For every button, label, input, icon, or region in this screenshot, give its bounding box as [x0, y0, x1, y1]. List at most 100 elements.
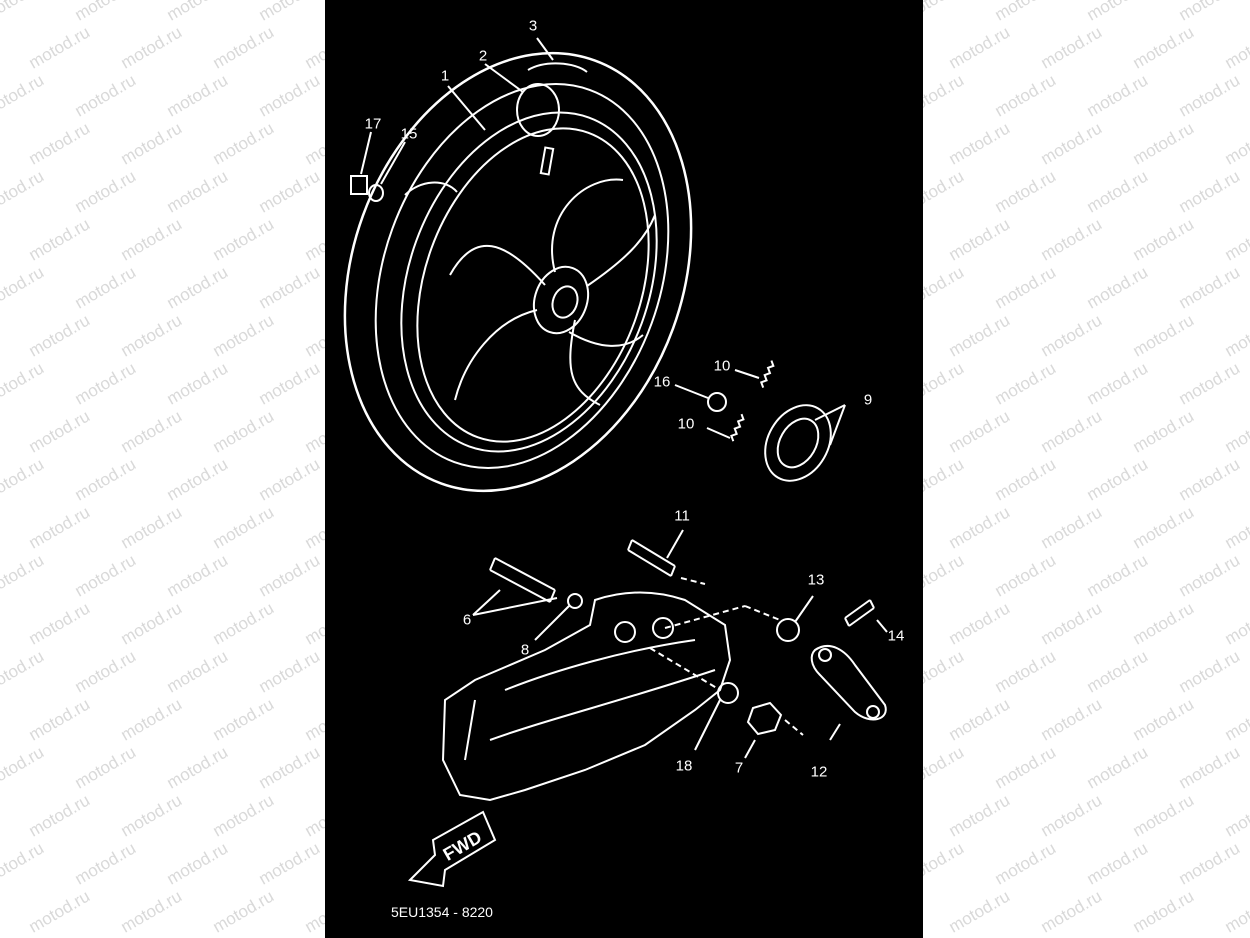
callout-15: 15	[400, 125, 418, 143]
watermark-text: motod.ru	[1129, 502, 1198, 553]
arm-12	[810, 645, 887, 741]
watermark-text: motod.ru	[71, 0, 139, 25]
watermark-text: motod.ru	[991, 262, 1060, 313]
watermark-text: motod.ru	[1175, 70, 1244, 121]
watermark-text: motod.ru	[991, 646, 1060, 697]
leader-1	[447, 85, 486, 131]
callout-11: 11	[674, 507, 690, 525]
watermark-text: motod.ru	[209, 406, 278, 457]
watermark-text: motod.ru	[1037, 886, 1106, 937]
watermark-text: motod.ru	[1083, 262, 1152, 313]
watermark-text: motod.ru	[163, 0, 231, 25]
watermark-text: motod.ru	[255, 70, 324, 121]
leader-17	[360, 131, 372, 175]
watermark-text: motod.ru	[209, 310, 278, 361]
watermark-text: motod.ru	[1037, 310, 1106, 361]
watermark-text: motod.ru	[209, 694, 278, 745]
watermark-text: motod.ru	[945, 118, 1014, 169]
bolt-6	[472, 557, 558, 616]
callout-12: 12	[810, 763, 828, 781]
watermark-text: motod.ru	[163, 166, 232, 217]
watermark-text: motod.ru	[71, 550, 140, 601]
watermark-text: motod.ru	[945, 22, 1014, 73]
watermark-text: motod.ru	[163, 742, 232, 793]
watermark-text: motod.ru	[209, 118, 278, 169]
watermark-text: motod.ru	[255, 0, 323, 25]
watermark-text: motod.ru	[945, 694, 1014, 745]
bolt-11	[627, 529, 684, 577]
watermark-text: motod.ru	[991, 454, 1060, 505]
watermark-text: motod.ru	[25, 118, 94, 169]
watermark-text: motod.ru	[1083, 166, 1152, 217]
watermark-text: motod.ru	[255, 262, 324, 313]
leader-15	[380, 141, 406, 185]
watermark-text: motod.ru	[71, 646, 140, 697]
watermark-text: motod.ru	[1129, 694, 1198, 745]
fwd-arrow	[407, 810, 497, 888]
reference-code: 5EU1354 - 8220	[391, 904, 493, 920]
watermark-text: motod.ru	[1037, 598, 1106, 649]
watermark-text: motod.ru	[945, 214, 1014, 265]
watermark-text: motod.ru	[117, 886, 186, 937]
watermark-text: motod.ru	[1221, 118, 1250, 169]
watermark-text: motod.ru	[1129, 22, 1198, 73]
callout-7: 7	[734, 759, 744, 777]
watermark-text: motod.ru	[255, 166, 324, 217]
watermark-text: motod.ru	[1175, 742, 1244, 793]
nut-7	[746, 701, 783, 736]
watermark-text: motod.ru	[1221, 694, 1250, 745]
watermark-text: motod.ru	[945, 790, 1014, 841]
watermark-text: motod.ru	[117, 118, 186, 169]
watermark-text: motod.ru	[0, 646, 48, 697]
watermark-text: motod.ru	[1221, 22, 1250, 73]
watermark-text: motod.ru	[71, 742, 140, 793]
watermark-text: motod.ru	[1175, 454, 1244, 505]
watermark-text: motod.ru	[25, 406, 94, 457]
watermark-text: motod.ru	[0, 358, 48, 409]
watermark-text: motod.ru	[25, 790, 94, 841]
callout-16: 16	[653, 373, 671, 391]
watermark-text: motod.ru	[1175, 0, 1243, 25]
watermark-text: motod.ru	[163, 454, 232, 505]
watermark-text: motod.ru	[117, 214, 186, 265]
callout-3: 3	[528, 17, 538, 35]
watermark-text: motod.ru	[1083, 550, 1152, 601]
watermark-text: motod.ru	[255, 358, 324, 409]
nut-17	[350, 175, 368, 195]
watermark-text: motod.ru	[0, 0, 48, 25]
watermark-text: motod.ru	[1221, 310, 1250, 361]
watermark-text: motod.ru	[1129, 214, 1198, 265]
watermark-text: motod.ru	[945, 502, 1014, 553]
watermark-text: motod.ru	[991, 166, 1060, 217]
watermark-text: motod.ru	[991, 0, 1059, 25]
watermark-text: motod.ru	[945, 598, 1014, 649]
ring-8	[567, 593, 583, 609]
watermark-text: motod.ru	[163, 70, 232, 121]
watermark-text: motod.ru	[0, 454, 48, 505]
watermark-text: motod.ru	[1221, 406, 1250, 457]
watermark-text: motod.ru	[25, 598, 94, 649]
callout-2: 2	[478, 47, 488, 65]
watermark-text: motod.ru	[163, 646, 232, 697]
watermark-text: motod.ru	[209, 502, 278, 553]
watermark-text: motod.ru	[1129, 598, 1198, 649]
watermark-text: motod.ru	[117, 406, 186, 457]
tire	[343, 51, 693, 493]
watermark-text: motod.ru	[1129, 118, 1198, 169]
callout-13: 13	[807, 571, 825, 589]
watermark-text: motod.ru	[117, 598, 186, 649]
watermark-text: motod.ru	[1083, 646, 1152, 697]
watermark-text: motod.ru	[945, 310, 1014, 361]
callout-8: 8	[520, 641, 530, 659]
callout-14: 14	[887, 627, 905, 645]
watermark-text: motod.ru	[991, 838, 1060, 889]
watermark-text: motod.ru	[1037, 22, 1106, 73]
watermark-text: motod.ru	[1175, 358, 1244, 409]
watermark-text: motod.ru	[1175, 550, 1244, 601]
watermark-text: motod.ru	[1221, 790, 1250, 841]
watermark-text: motod.ru	[0, 70, 48, 121]
watermark-text: motod.ru	[1037, 118, 1106, 169]
watermark-text: motod.ru	[991, 358, 1060, 409]
washer-16	[707, 392, 727, 412]
